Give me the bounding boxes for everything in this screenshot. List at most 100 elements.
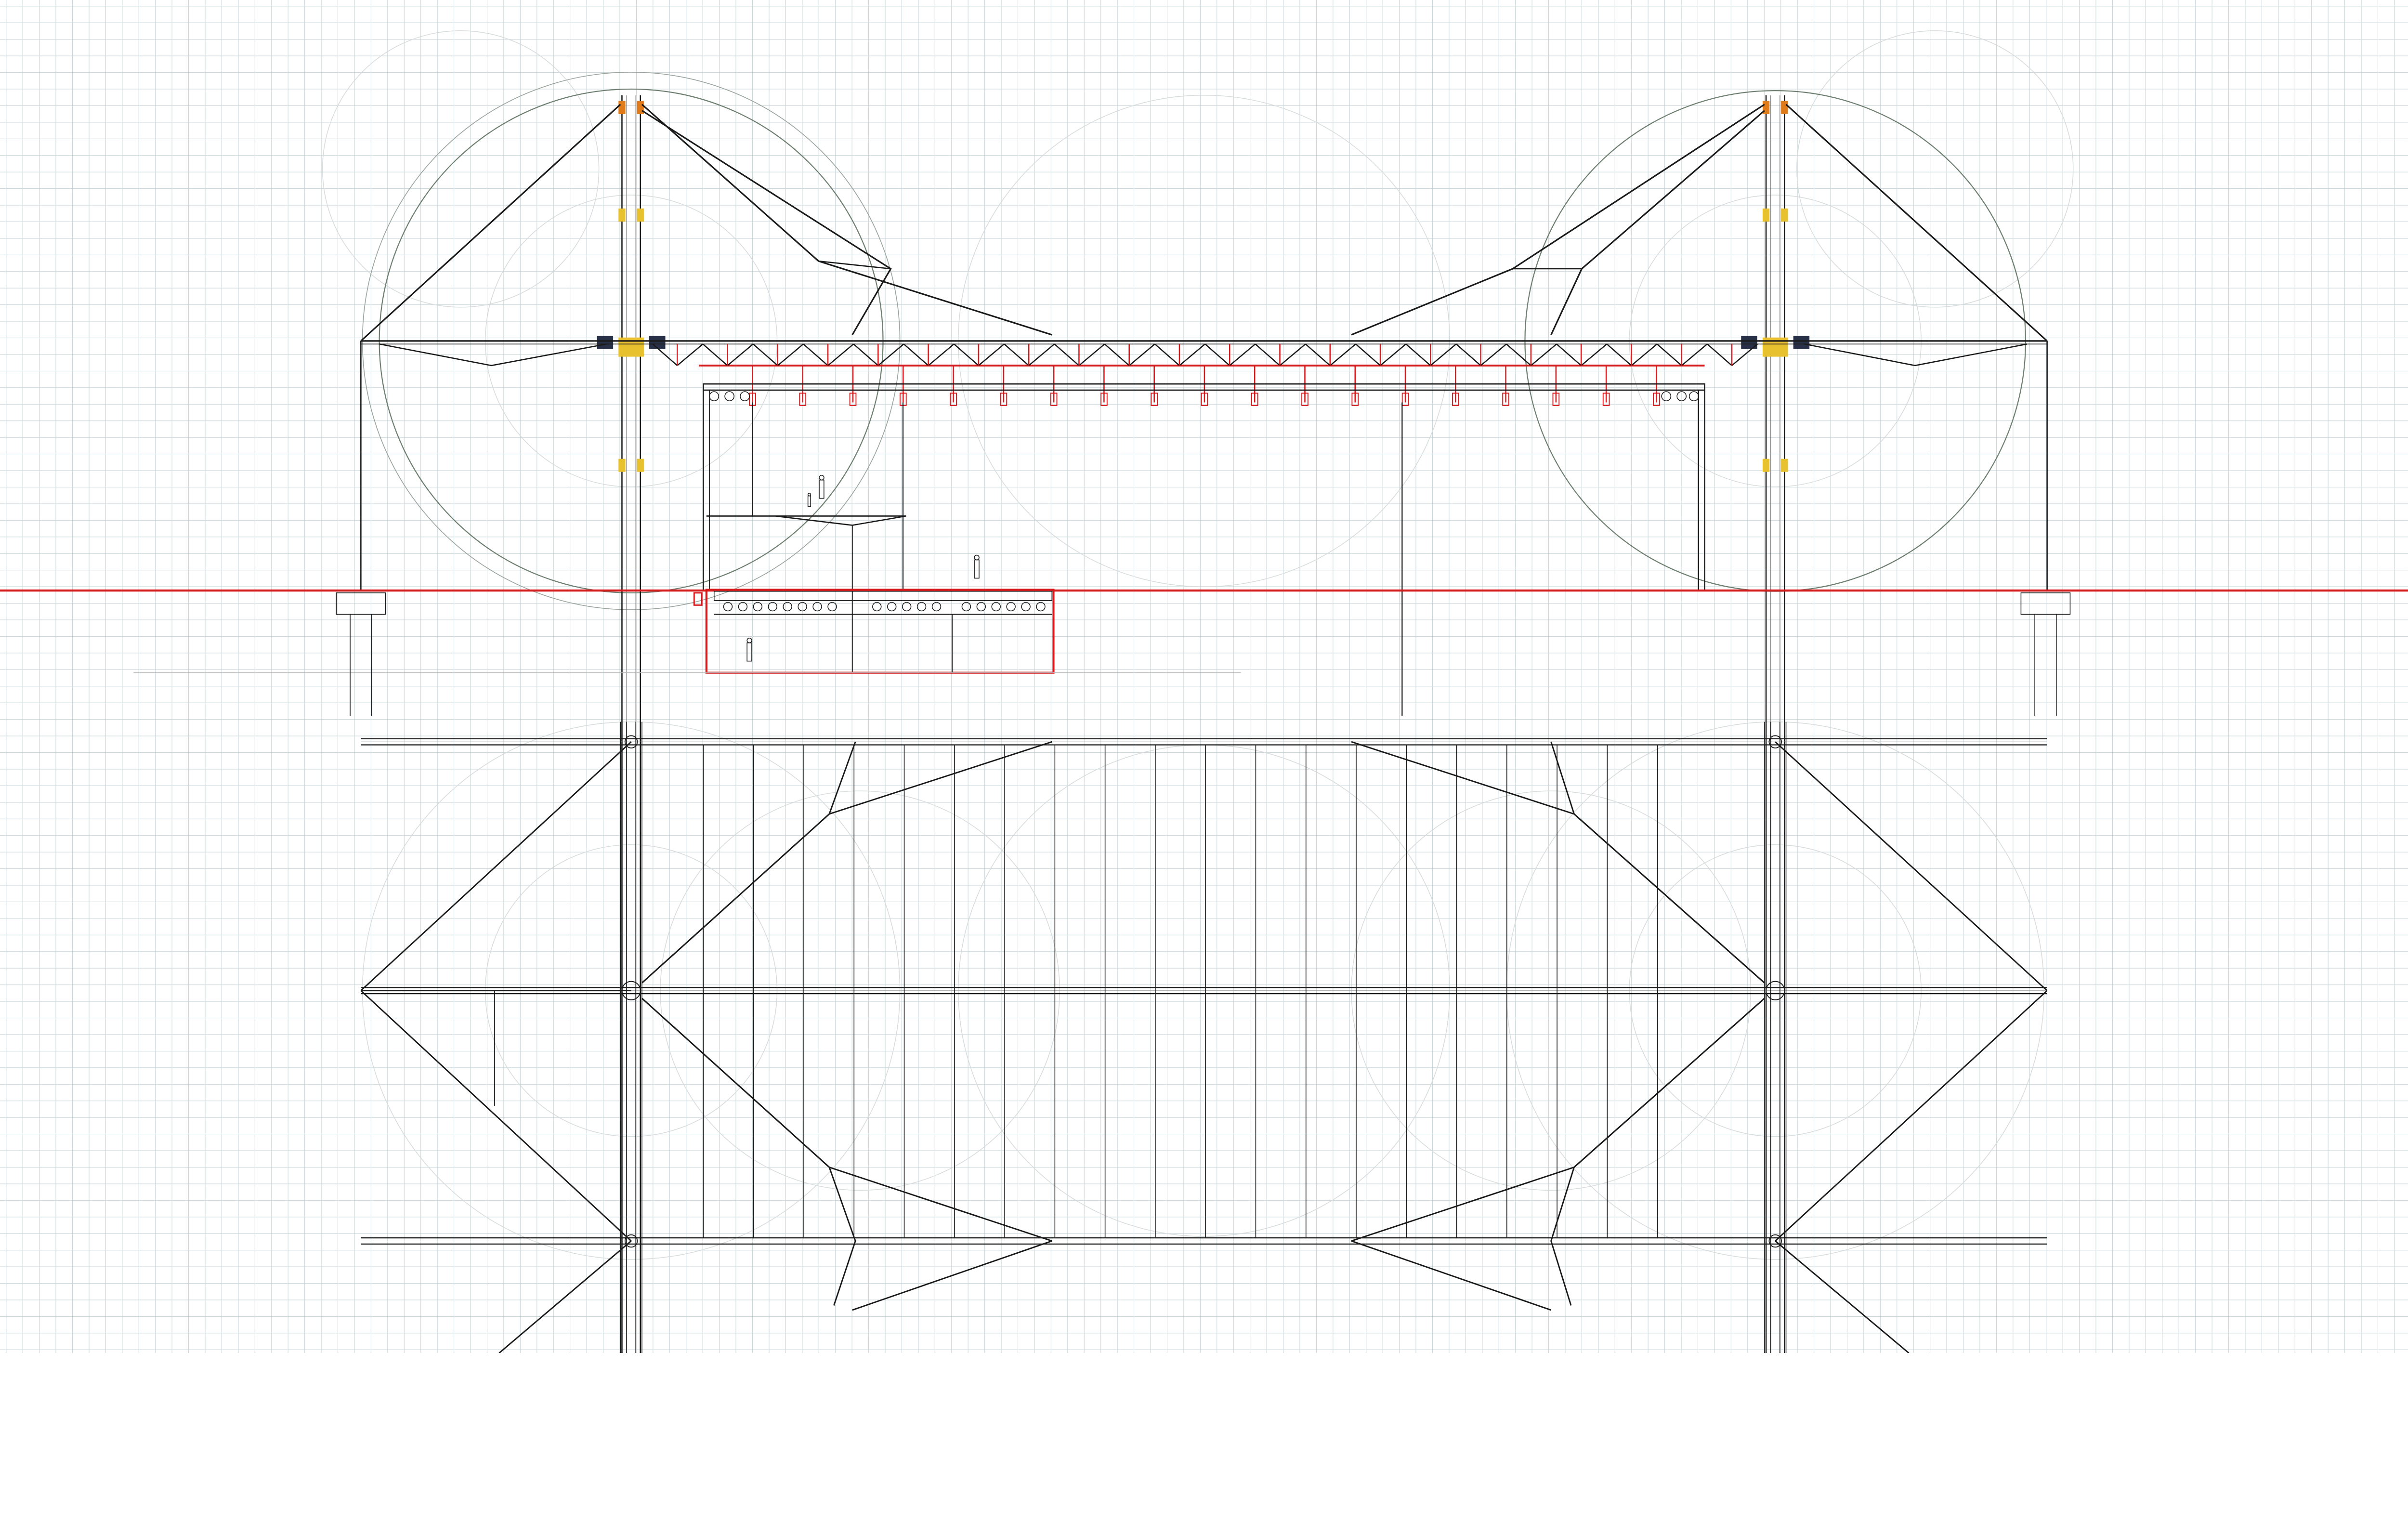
hanger-clamp	[1401, 393, 1409, 406]
person-silhouette	[974, 554, 980, 561]
truss-diagonal	[1531, 343, 1557, 366]
drawing-canvas	[0, 0, 2408, 1353]
truss-diagonal	[1255, 343, 1281, 366]
cable	[818, 260, 891, 270]
floor-slab	[713, 590, 1053, 601]
truss-diagonal	[978, 343, 1005, 366]
cable	[1351, 104, 1765, 336]
plan-cable	[1550, 1241, 1572, 1306]
truss-diagonal	[652, 343, 678, 366]
slab-void	[1021, 602, 1031, 612]
slab-void	[827, 602, 837, 612]
truss-diagonal	[853, 343, 879, 366]
plan-cable	[1351, 1240, 1552, 1311]
truss-diagonal	[1004, 343, 1029, 366]
truss-diagonal	[1380, 343, 1407, 366]
truss-diagonal	[1204, 343, 1230, 366]
mast-joint	[1781, 101, 1788, 114]
outer-truss-right	[1804, 343, 2028, 367]
plan-mast-node	[1768, 735, 1782, 748]
slab-void	[872, 602, 882, 612]
truss-diagonal	[954, 343, 979, 366]
hanger-clamp	[1552, 393, 1560, 406]
truss-diagonal	[877, 343, 904, 366]
plan-cable	[641, 997, 856, 1241]
person-silhouette	[819, 479, 824, 499]
roof-opening	[709, 391, 720, 402]
hanger-clamp	[1151, 393, 1158, 406]
roof-opening	[740, 391, 750, 402]
slab-void	[783, 602, 792, 612]
person-silhouette	[819, 474, 824, 481]
plan-cable	[1775, 990, 2048, 1242]
truss-diagonal	[803, 343, 828, 366]
truss-diagonal	[1506, 343, 1531, 366]
truss-diagonal	[1731, 343, 1758, 366]
mezzanine-deck	[706, 515, 906, 526]
person-silhouette	[746, 642, 752, 662]
hanger-clamp	[950, 393, 957, 406]
plan-cable	[641, 741, 856, 984]
plan-cable	[1775, 741, 2048, 991]
cable	[1785, 104, 2048, 342]
clamp	[1793, 336, 1810, 349]
plan-cable	[1550, 997, 1765, 1241]
truss-diagonal	[1054, 343, 1080, 366]
slab-void	[812, 602, 822, 612]
slab-void	[931, 602, 942, 612]
truss-diagonal	[1430, 343, 1457, 366]
clamp	[597, 336, 614, 349]
slab-void	[887, 602, 897, 612]
person-silhouette	[746, 637, 752, 643]
plan-cable	[360, 741, 632, 991]
hanger-clamp	[1251, 393, 1258, 406]
truss-diagonal	[1154, 343, 1180, 366]
truss-diagonal	[1078, 343, 1105, 366]
mast-joint	[1762, 459, 1770, 472]
hanger-clamp	[1502, 393, 1509, 406]
hanger-clamp	[1201, 393, 1208, 406]
slab-void	[723, 602, 733, 612]
truss-diagonal	[677, 343, 704, 366]
truss-diagonal	[1355, 343, 1381, 366]
grid	[0, 0, 2408, 1353]
slab-void	[991, 602, 1001, 612]
person-silhouette	[807, 495, 811, 507]
mast-joint	[637, 459, 644, 472]
construction-circle	[322, 30, 600, 308]
plan-mast-node	[624, 1234, 638, 1248]
truss-diagonal	[1581, 343, 1608, 366]
architectural-drawing	[0, 0, 2408, 1353]
construction-circles	[322, 30, 2074, 1260]
truss-diagonal	[1329, 343, 1356, 366]
roof-panel	[703, 383, 1705, 391]
roof-opening	[1688, 391, 1699, 402]
truss-diagonal	[1681, 343, 1708, 366]
truss-diagonal	[1305, 343, 1331, 366]
hanger-clamp	[1100, 393, 1108, 406]
person-silhouette	[974, 559, 980, 579]
hanger-clamp	[1602, 393, 1610, 406]
truss-diagonal	[1128, 343, 1155, 366]
footing	[2020, 592, 2071, 615]
mast-joint	[637, 208, 644, 222]
truss-diagonal	[727, 343, 754, 366]
hanger-clamp	[1653, 393, 1660, 406]
mast-joint	[618, 101, 626, 114]
truss-diagonal	[702, 343, 728, 366]
truss-diagonal	[903, 343, 929, 366]
truss-diagonal	[752, 343, 778, 366]
truss-diagonal	[1656, 343, 1682, 366]
mast-joint	[618, 459, 626, 472]
hanger-clamp	[1000, 393, 1008, 406]
slab-void	[961, 602, 971, 612]
truss-diagonal	[827, 343, 854, 366]
truss-diagonal	[1405, 343, 1431, 366]
mast-joint	[1762, 208, 1770, 222]
truss-diagonal	[1455, 343, 1481, 366]
plan-cable	[360, 990, 632, 1242]
person-silhouette	[807, 493, 811, 497]
slab-void	[916, 602, 927, 612]
truss-diagonal	[1104, 343, 1130, 366]
mast-joint	[1781, 208, 1788, 222]
